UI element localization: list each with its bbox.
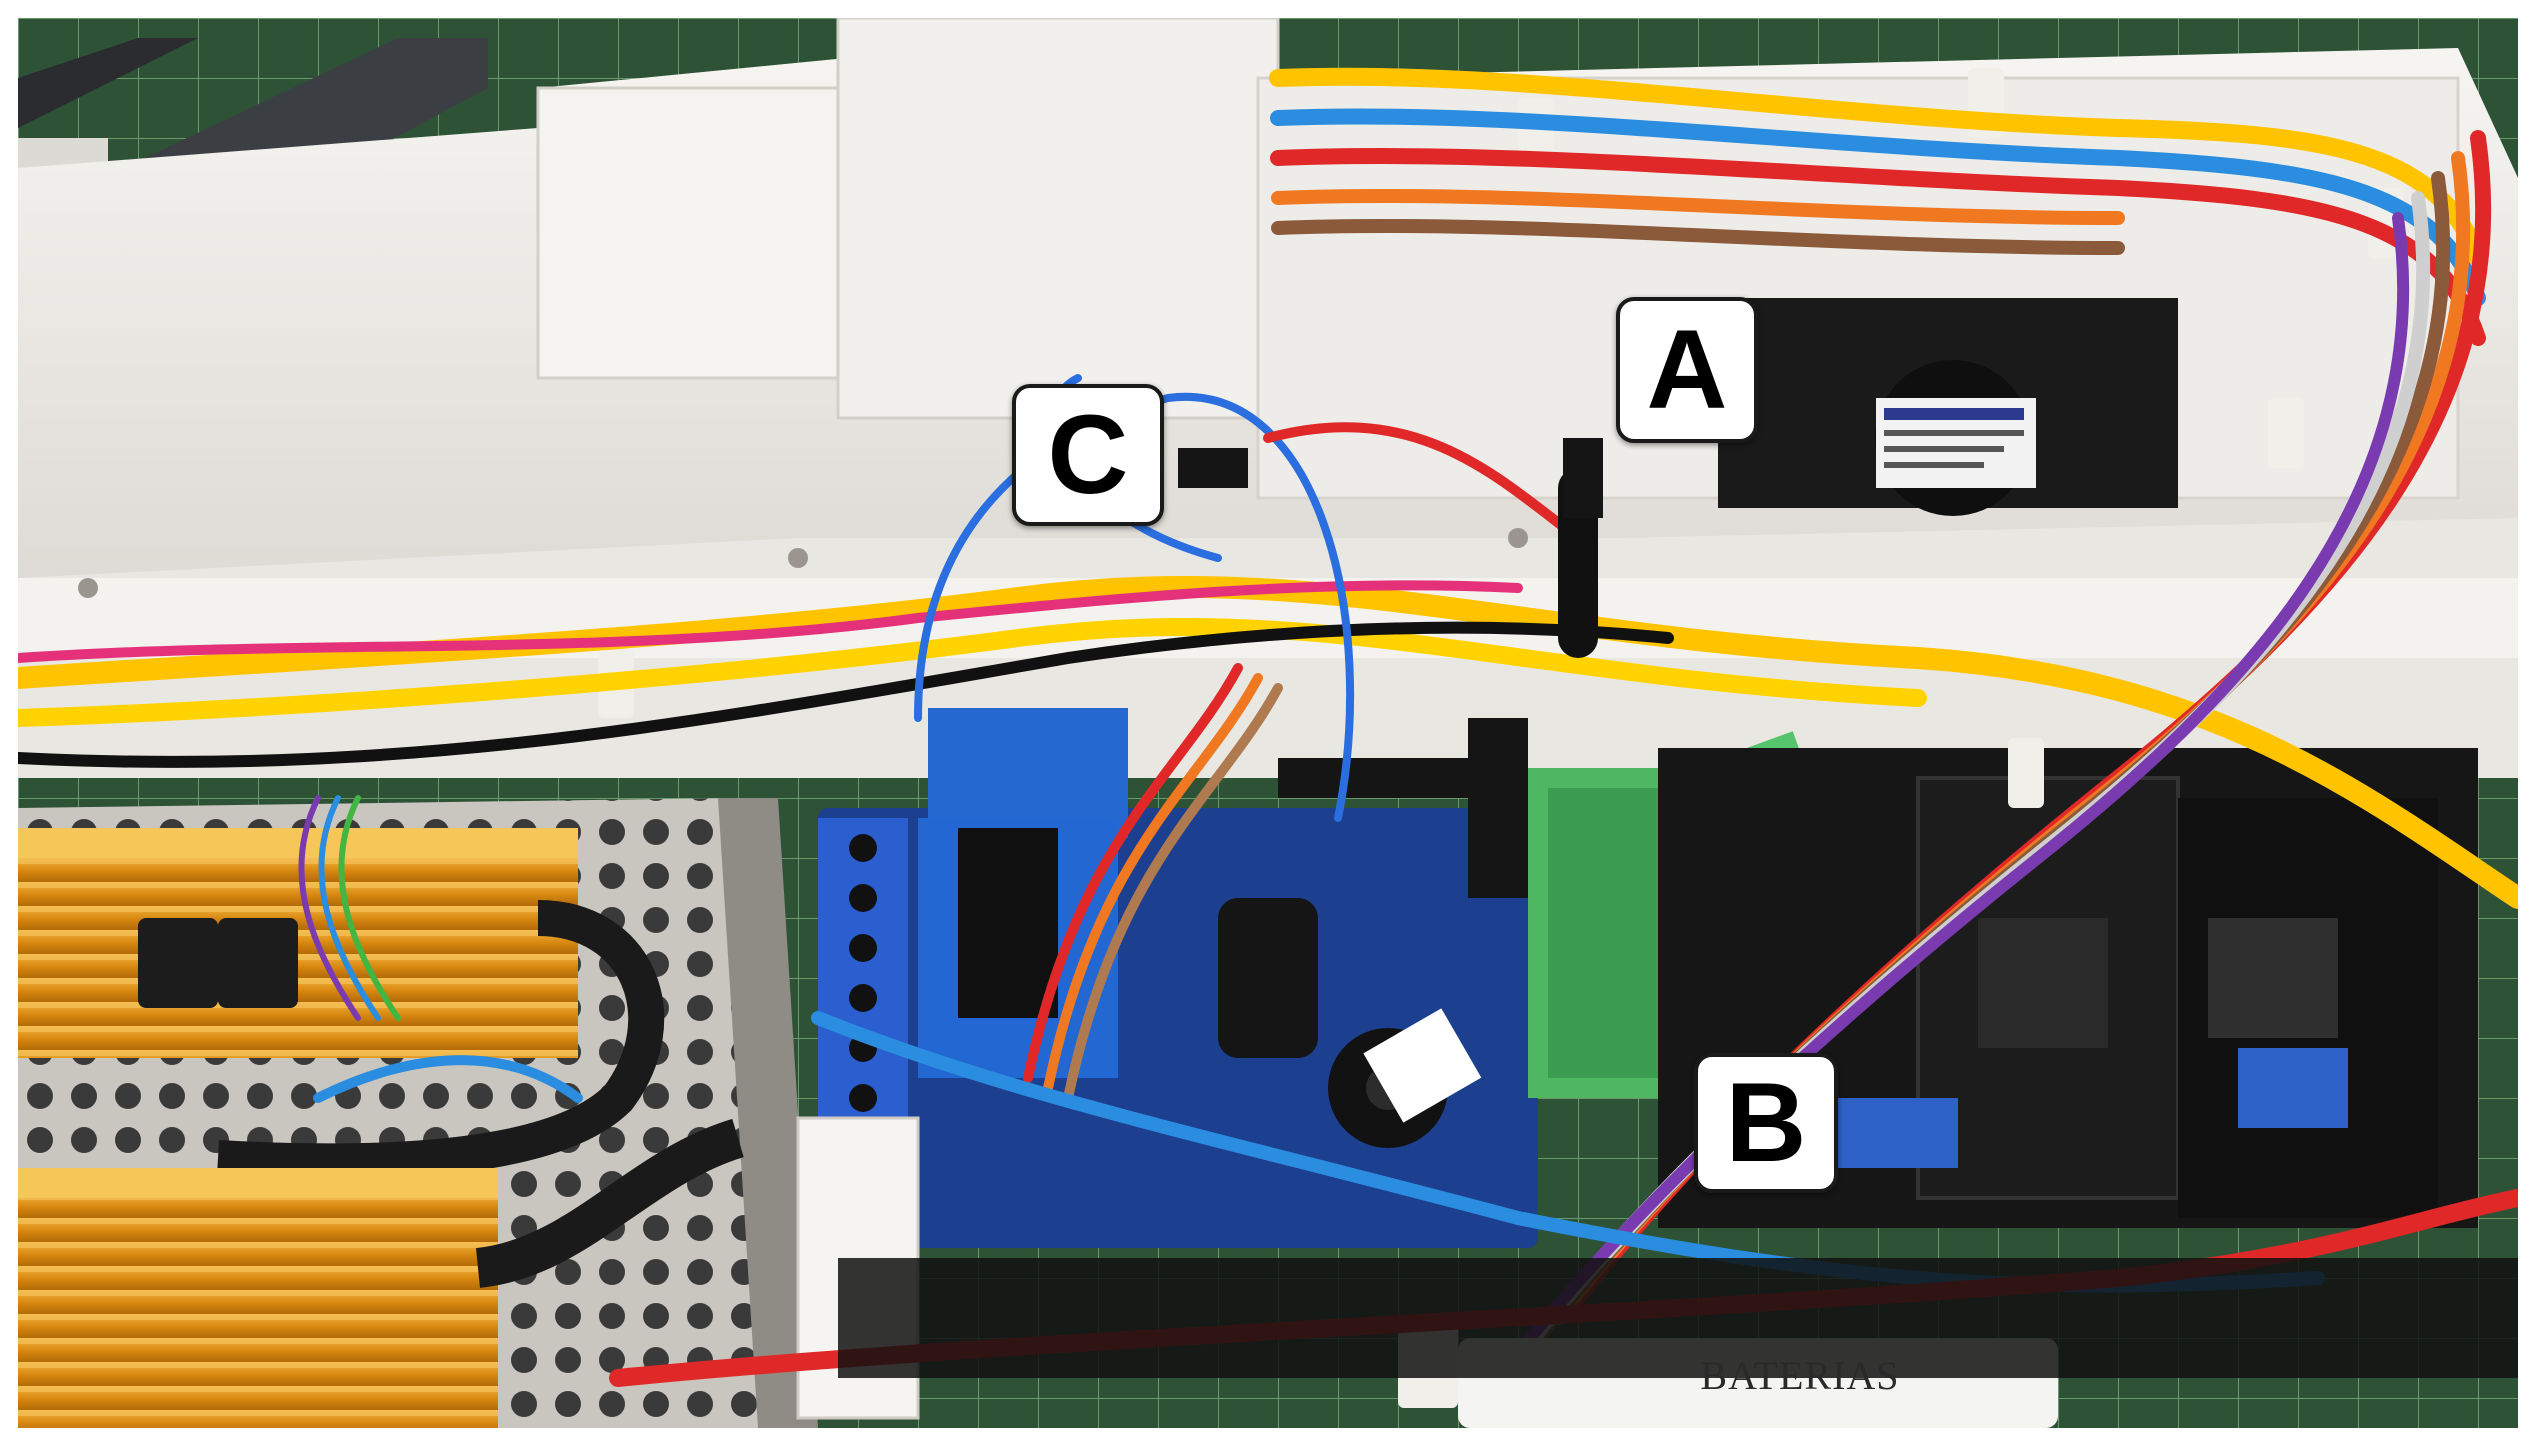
electronics-enclosure-photo [18,18,2518,1428]
connector-housings [1178,438,1603,1058]
cooling-fan [1718,298,2178,516]
white-enclosure [18,18,2518,778]
relay-module [818,708,1538,1248]
bottom-case [838,1258,2518,1378]
callout-c: C [1012,384,1164,526]
power-resistor-bottom [18,1118,745,1428]
photo-frame: BATERIAS A B C [18,18,2518,1428]
power-resistor-top [18,828,665,1180]
battery-label-text: BATERIAS [1700,1352,1900,1398]
callout-b: B [1694,1053,1838,1193]
wire-harness [18,67,2518,1387]
callout-a: A [1616,297,1758,443]
